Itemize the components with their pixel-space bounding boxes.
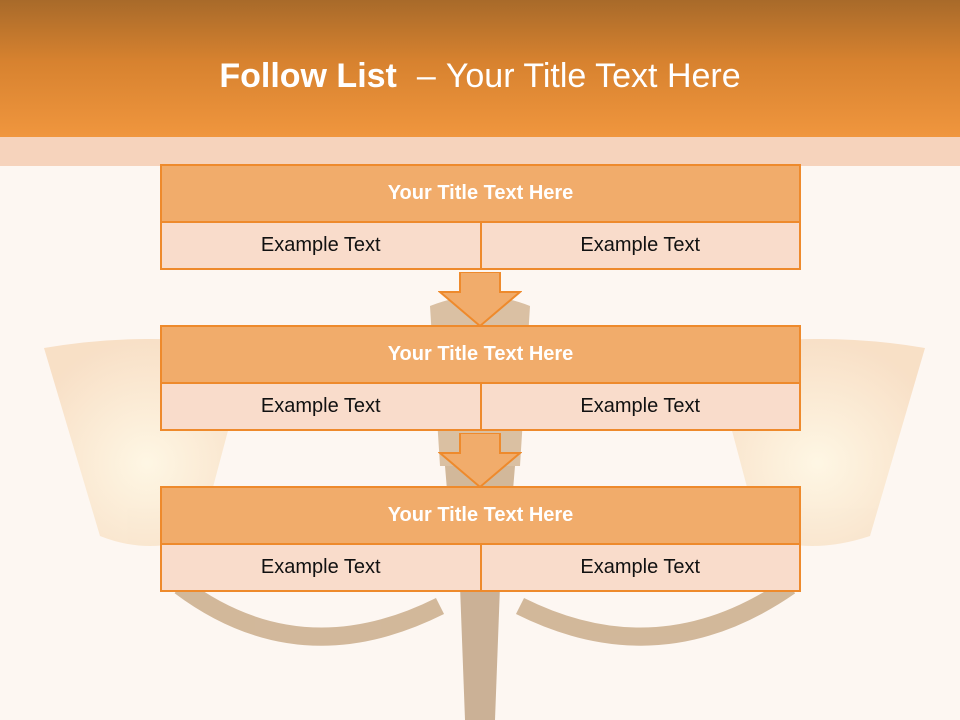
step-3-cell-right: Example Text [481, 545, 799, 590]
step-3-row: Example Text Example Text [162, 545, 799, 590]
step-2-row: Example Text Example Text [162, 384, 799, 429]
header-bar [0, 0, 960, 137]
title-separator: – [416, 57, 436, 95]
down-arrow-icon [438, 272, 522, 328]
header-strip [0, 137, 960, 166]
step-3-cell-left: Example Text [162, 545, 480, 590]
step-3-title: Your Title Text Here [162, 488, 799, 543]
step-2-cell-right: Example Text [481, 384, 799, 429]
follow-step-3: Your Title Text Here Example Text Exampl… [160, 486, 801, 592]
follow-step-2: Your Title Text Here Example Text Exampl… [160, 325, 801, 431]
step-1-cell-right: Example Text [481, 223, 799, 268]
step-1-title: Your Title Text Here [162, 166, 799, 221]
title-bold: Follow List [219, 57, 397, 95]
down-arrow-icon [438, 433, 522, 489]
step-1-cell-left: Example Text [162, 223, 480, 268]
page-title: Follow List–Your Title Text Here [0, 54, 960, 98]
title-rest: Your Title Text Here [445, 57, 741, 95]
follow-step-1: Your Title Text Here Example Text Exampl… [160, 164, 801, 270]
step-1-row: Example Text Example Text [162, 223, 799, 268]
step-2-title: Your Title Text Here [162, 327, 799, 382]
step-2-cell-left: Example Text [162, 384, 480, 429]
